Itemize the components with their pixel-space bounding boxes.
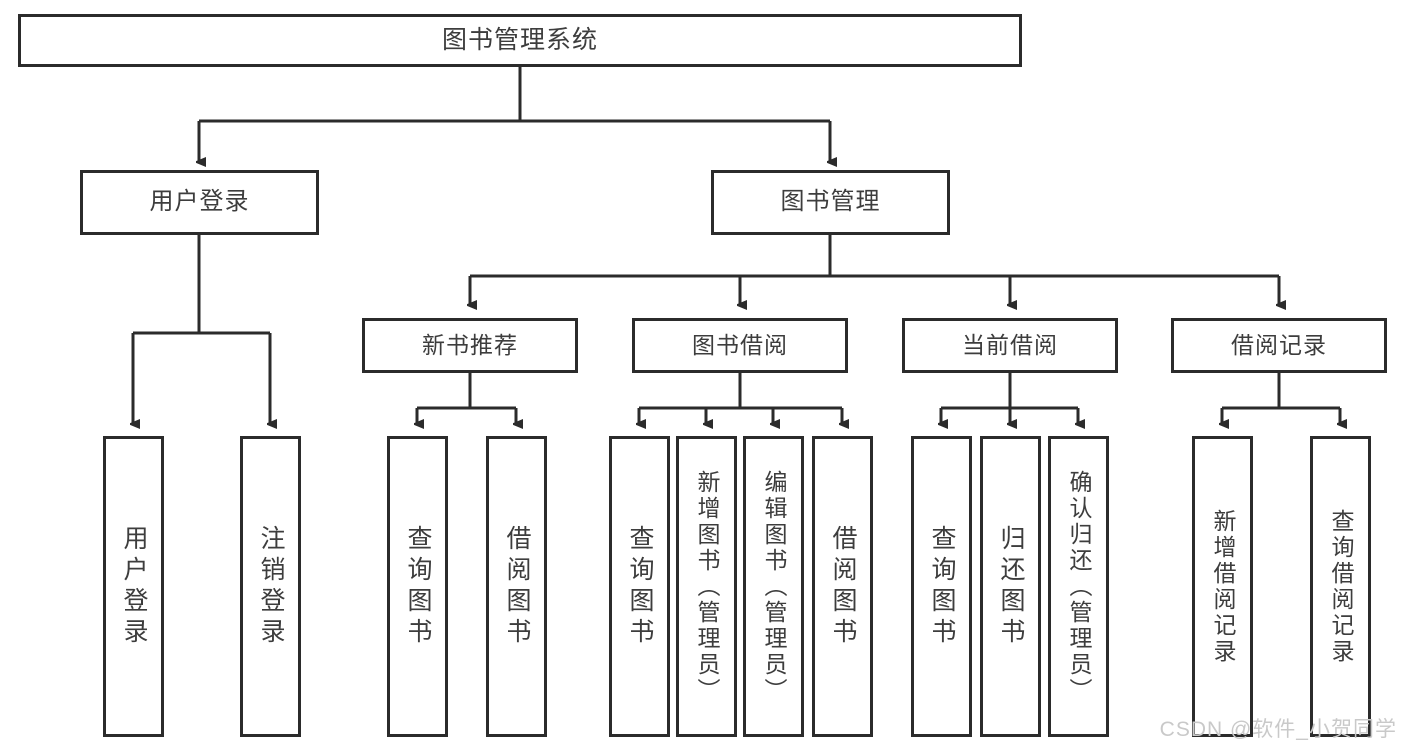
node-label: 借阅图书 [829, 524, 857, 649]
node-label: 确认归还（管理员） [1066, 469, 1092, 704]
node-current-borrow[interactable]: 当前借阅 [902, 318, 1118, 373]
leaf-query-borrow-record[interactable]: 查询借阅记录 [1310, 436, 1371, 737]
csdn-watermark: CSDN @软件_小贺同学 [1159, 718, 1397, 741]
node-label: 新增借阅记录 [1210, 508, 1236, 665]
node-label: 图书借阅 [692, 331, 788, 358]
leaf-borrow-book[interactable]: 借阅图书 [812, 436, 873, 737]
node-label: 用户登录 [120, 524, 148, 649]
node-label: 查询借阅记录 [1328, 508, 1354, 665]
node-book-borrow[interactable]: 图书借阅 [632, 318, 848, 373]
leaf-confirm-return-admin[interactable]: 确认归还（管理员） [1048, 436, 1109, 737]
node-label: 查询图书 [928, 524, 956, 649]
node-user-login[interactable]: 用户登录 [80, 170, 319, 235]
leaf-return-book[interactable]: 归还图书 [980, 436, 1041, 737]
node-root-system[interactable]: 图书管理系统 [18, 14, 1022, 67]
leaf-add-book-admin[interactable]: 新增图书（管理员） [676, 436, 737, 737]
node-label: 注销登录 [257, 524, 285, 649]
node-new-book-recommend[interactable]: 新书推荐 [362, 318, 578, 373]
node-label: 归还图书 [997, 524, 1025, 649]
node-label: 图书管理 [780, 188, 881, 216]
leaf-query-book-newbook[interactable]: 查询图书 [387, 436, 448, 737]
leaf-user-logout[interactable]: 注销登录 [240, 436, 301, 737]
leaf-query-book-current[interactable]: 查询图书 [911, 436, 972, 737]
node-book-management[interactable]: 图书管理 [711, 170, 950, 235]
node-label: 编辑图书（管理员） [761, 469, 787, 704]
node-borrow-records[interactable]: 借阅记录 [1171, 318, 1387, 373]
node-label: 新书推荐 [422, 331, 518, 358]
node-label: 新增图书（管理员） [694, 469, 720, 704]
node-label: 借阅记录 [1231, 331, 1327, 358]
leaf-edit-book-admin[interactable]: 编辑图书（管理员） [743, 436, 804, 737]
node-label: 查询图书 [626, 524, 654, 649]
node-label: 当前借阅 [962, 331, 1058, 358]
node-label: 查询图书 [404, 524, 432, 649]
leaf-add-borrow-record[interactable]: 新增借阅记录 [1192, 436, 1253, 737]
node-label: 用户登录 [149, 188, 250, 216]
leaf-query-book-borrow[interactable]: 查询图书 [609, 436, 670, 737]
node-label: 图书管理系统 [441, 25, 598, 54]
leaf-borrow-book-newbook[interactable]: 借阅图书 [486, 436, 547, 737]
node-label: 借阅图书 [503, 524, 531, 649]
leaf-user-login[interactable]: 用户登录 [103, 436, 164, 737]
